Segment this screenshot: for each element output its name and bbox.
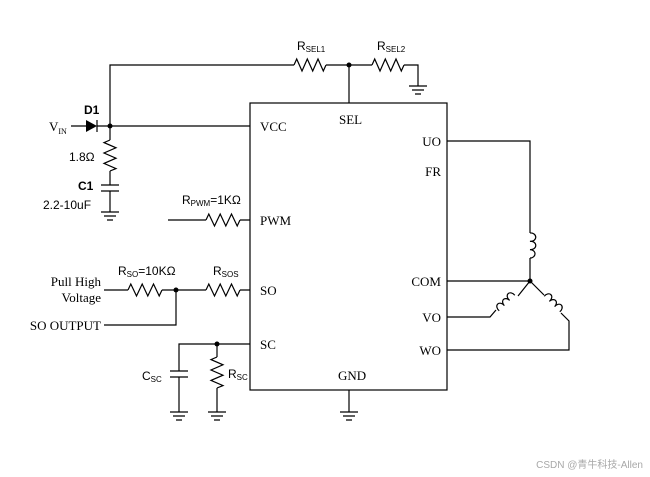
label-vin: VIN bbox=[49, 119, 67, 136]
diode-d1 bbox=[86, 120, 97, 132]
pin-label-vcc: VCC bbox=[260, 119, 287, 134]
resistor-rpwm bbox=[205, 212, 241, 228]
pin-label-vo: VO bbox=[422, 310, 441, 325]
wire-uo bbox=[447, 140, 531, 281]
label-rsos: RSOS bbox=[213, 264, 239, 279]
resistor-rsel1 bbox=[293, 57, 327, 73]
label-csc: CSC bbox=[142, 369, 162, 384]
label-c1: C1 bbox=[78, 179, 94, 193]
resistor-rsc bbox=[209, 356, 225, 389]
pin-label-sel: SEL bbox=[339, 112, 362, 127]
label-rpwm: RPWM=1KΩ bbox=[182, 193, 241, 208]
wire-top bbox=[109, 64, 419, 126]
junction-sc bbox=[214, 341, 220, 347]
resistor-rso bbox=[127, 282, 163, 298]
pin-label-com: COM bbox=[411, 274, 441, 289]
label-c1-value: 2.2-10uF bbox=[43, 198, 91, 212]
ic-body bbox=[249, 102, 448, 391]
capacitor-c1 bbox=[101, 184, 119, 192]
resistor-rsel2 bbox=[371, 57, 405, 73]
coil-v bbox=[496, 292, 516, 312]
pin-label-fr: FR bbox=[425, 164, 441, 179]
coil-u bbox=[529, 232, 537, 259]
label-rsel1: RSEL1 bbox=[297, 39, 326, 54]
label-rsc: RSC bbox=[228, 367, 248, 382]
ground-symbol-rsc bbox=[208, 411, 226, 421]
pin-label-so: SO bbox=[260, 283, 277, 298]
ground-symbol-rsel2 bbox=[409, 85, 427, 95]
wire-vo bbox=[447, 280, 531, 318]
pin-label-uo: UO bbox=[422, 134, 441, 149]
ground-symbol-c1 bbox=[101, 211, 119, 221]
label-voltage: Voltage bbox=[62, 290, 102, 305]
label-pull-high: Pull High bbox=[51, 274, 102, 289]
ground-symbol-ic bbox=[340, 411, 358, 421]
ground-symbol-csc bbox=[170, 411, 188, 421]
coil-w bbox=[543, 293, 563, 313]
wire-so bbox=[104, 289, 250, 326]
wire-sc bbox=[178, 343, 250, 412]
junction-so bbox=[173, 287, 179, 293]
pin-label-sc: SC bbox=[260, 337, 276, 352]
label-rsel2: RSEL2 bbox=[377, 39, 406, 54]
pin-label-wo: WO bbox=[419, 343, 441, 358]
label-1-8ohm: 1.8Ω bbox=[69, 150, 95, 164]
wire-wo bbox=[447, 280, 570, 351]
label-d1: D1 bbox=[84, 103, 100, 117]
label-so-output: SO OUTPUT bbox=[30, 318, 101, 333]
capacitor-csc bbox=[170, 370, 188, 378]
label-rso: RSO=10KΩ bbox=[118, 264, 176, 279]
resistor-1-8ohm bbox=[102, 139, 118, 172]
pin-label-gnd: GND bbox=[338, 368, 366, 383]
pin-label-pwm: PWM bbox=[260, 213, 292, 228]
resistor-rsos bbox=[205, 282, 241, 298]
watermark-text: CSDN @青牛科技-Allen bbox=[536, 458, 643, 471]
